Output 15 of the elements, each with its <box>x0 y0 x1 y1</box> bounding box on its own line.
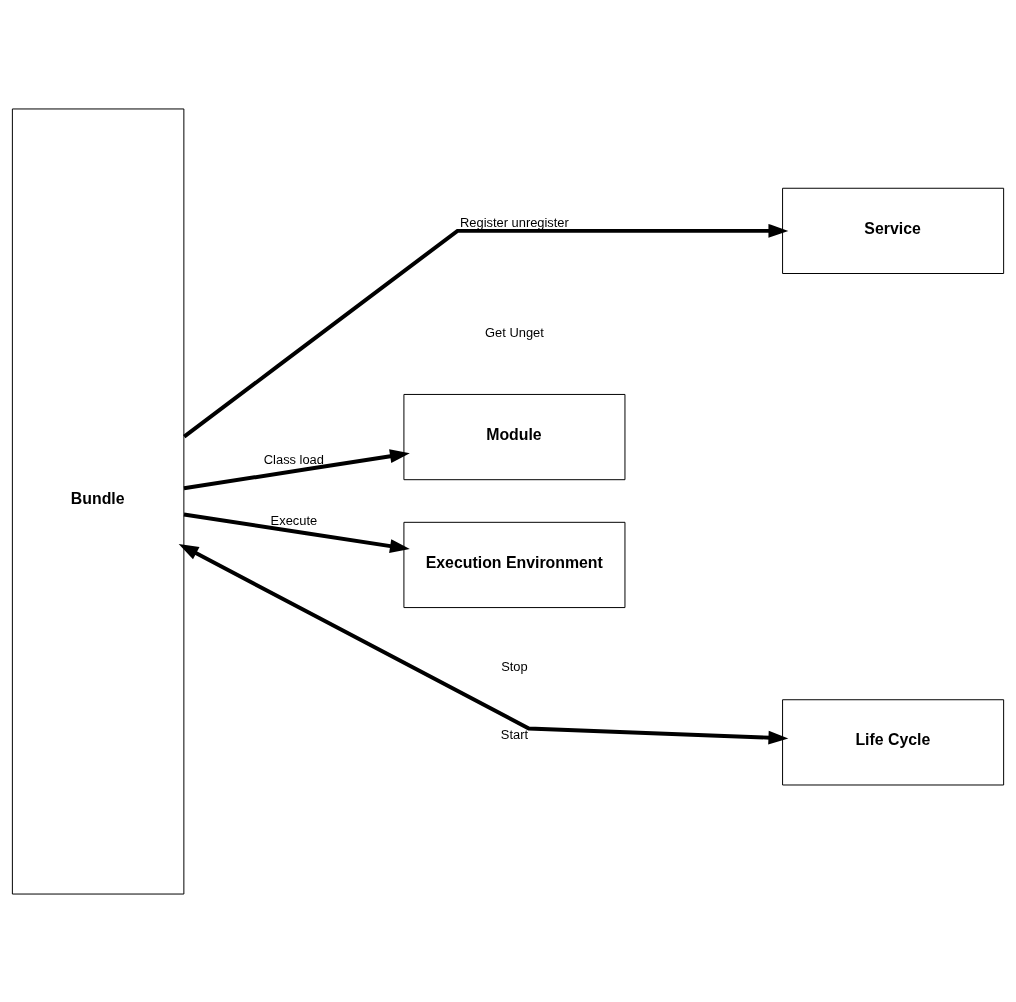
arrow <box>183 512 410 553</box>
label: Get Unget <box>485 324 544 340</box>
edge-label: Class load <box>263 451 324 467</box>
node-box: Execution Environment <box>403 521 626 608</box>
edge-label: Register unregister <box>460 214 569 230</box>
arrow <box>183 448 410 490</box>
node-box: Service <box>782 187 1005 274</box>
arrow <box>178 543 789 745</box>
node-box: Life Cycle <box>782 698 1005 785</box>
label: Stop <box>501 658 528 674</box>
node-box: Bundle <box>11 107 185 895</box>
edge-label: Execute <box>270 512 318 528</box>
arrow <box>183 223 789 438</box>
node-box: Module <box>403 393 626 480</box>
edge-label: Start <box>500 726 529 742</box>
